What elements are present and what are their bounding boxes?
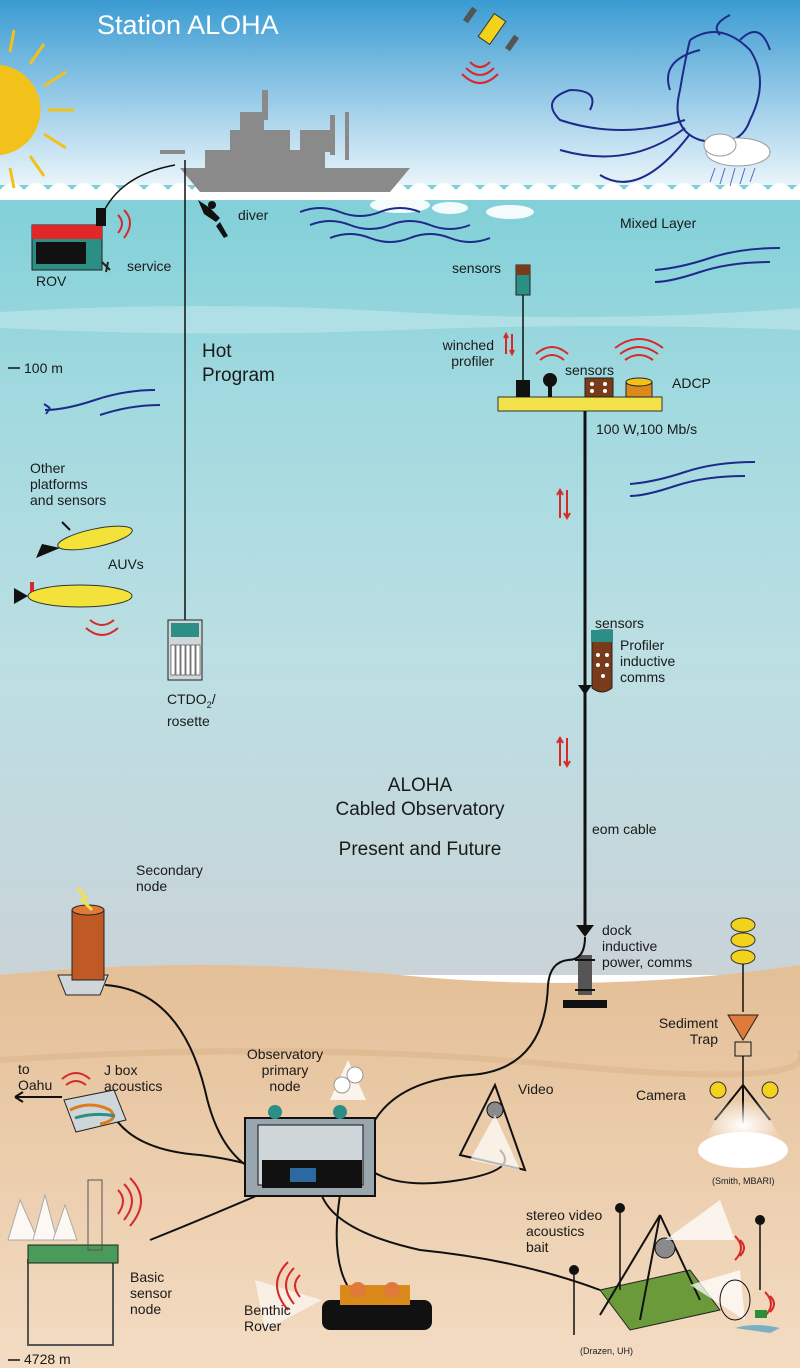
label-rov: ROV	[36, 273, 67, 289]
sun-icon	[0, 29, 74, 189]
label-ctdo2-rosette: CTDO2/ rosette	[167, 691, 216, 729]
sediment-trap-icon	[727, 917, 759, 1057]
sensor-platform	[497, 396, 663, 412]
benthic-rover-icon	[255, 1261, 432, 1330]
label-winched-profiler: winched profiler	[442, 337, 494, 369]
surface-whitecaps	[370, 197, 534, 219]
basic-sensor-node-icon	[7, 1177, 142, 1346]
label-mixed-layer: Mixed Layer	[620, 215, 697, 231]
label-jbox-acoustics: J box acoustics	[104, 1062, 163, 1094]
research-ship-icon	[160, 90, 410, 192]
label-adcp: ADCP	[672, 375, 711, 391]
label-present-future: Present and Future	[338, 839, 502, 860]
label-depth-100m: 100 m	[24, 360, 63, 376]
label-video: Video	[518, 1081, 554, 1097]
label-to-oahu: to Oahu	[18, 1061, 53, 1093]
label-observatory-title: ALOHA Cabled Observatory	[335, 775, 505, 820]
to-oahu-arrow	[14, 1091, 24, 1103]
profiler-icon	[578, 629, 613, 695]
acoustic-waves-platform	[535, 338, 664, 361]
profiler-motion-arrows	[503, 331, 571, 768]
sensor-float-top-icon	[515, 264, 531, 296]
jbox-icon	[61, 1072, 127, 1133]
label-primary-node: Observatory primary node	[246, 1046, 324, 1094]
label-secondary-node: Secondary node	[136, 862, 203, 894]
label-sensors-mid: sensors	[595, 615, 645, 631]
surface-currents	[299, 207, 491, 243]
label-benthic-rover: Benthic Rover	[244, 1302, 291, 1334]
ocean-currents-right-upper	[654, 247, 781, 283]
sensor-sphere-icon	[543, 373, 557, 397]
label-service: service	[127, 258, 172, 274]
rov-tether	[101, 164, 176, 216]
label-sensors-top: sensors	[452, 260, 502, 276]
ctd-rosette-icon	[167, 619, 203, 681]
adcp-icon	[625, 377, 653, 398]
sky-background	[0, 0, 800, 190]
label-smith-credit: (Smith, MBARI)	[712, 1176, 775, 1186]
label-profiler-comms: Profiler inductive comms	[620, 637, 676, 685]
label-eom-cable: eom cable	[592, 821, 657, 837]
label-diver: diver	[238, 207, 269, 223]
label-auvs: AUVs	[108, 556, 144, 572]
rain-cloud-icon	[703, 133, 771, 187]
label-other-platforms: Other platforms and sensors	[30, 460, 107, 508]
ocean-currents-left	[43, 389, 161, 416]
label-sensors-platform: sensors	[565, 362, 615, 378]
auv-lower-icon	[14, 582, 133, 636]
label-power-data: 100 W,100 Mb/s	[596, 421, 698, 437]
camera-lander-icon	[698, 1056, 788, 1168]
auv-upper-icon	[36, 521, 133, 558]
label-hot-program: Hot Program	[202, 341, 275, 386]
page-title: Station ALOHA	[97, 10, 279, 40]
mixed-layer-boundary	[0, 306, 800, 334]
label-drazen-credit: (Drazen, UH)	[580, 1346, 634, 1356]
primary-node-icon	[244, 1060, 376, 1197]
label-basic-sensor-node: Basic sensor node	[130, 1269, 173, 1317]
stereo-video-lander-icon	[569, 1200, 780, 1335]
secondary-node-icon	[57, 887, 109, 996]
satellite-icon	[461, 6, 520, 84]
label-depth-bottom: 4728 m	[24, 1351, 71, 1367]
rov-icon	[31, 208, 131, 273]
video-tripod-icon	[458, 1082, 527, 1172]
dock-icon	[563, 925, 607, 1008]
label-sediment-trap: Sediment Trap	[658, 1015, 718, 1047]
sensor-box-icon	[584, 377, 614, 398]
winch-box-icon	[516, 380, 530, 397]
ocean-background	[0, 185, 800, 975]
ocean-currents-right-lower	[629, 461, 756, 497]
label-stereo-video: stereo video acoustics bait	[526, 1207, 603, 1255]
label-camera: Camera	[636, 1087, 686, 1103]
label-dock: dock inductive power, comms	[602, 922, 693, 970]
diver-icon	[198, 200, 228, 238]
